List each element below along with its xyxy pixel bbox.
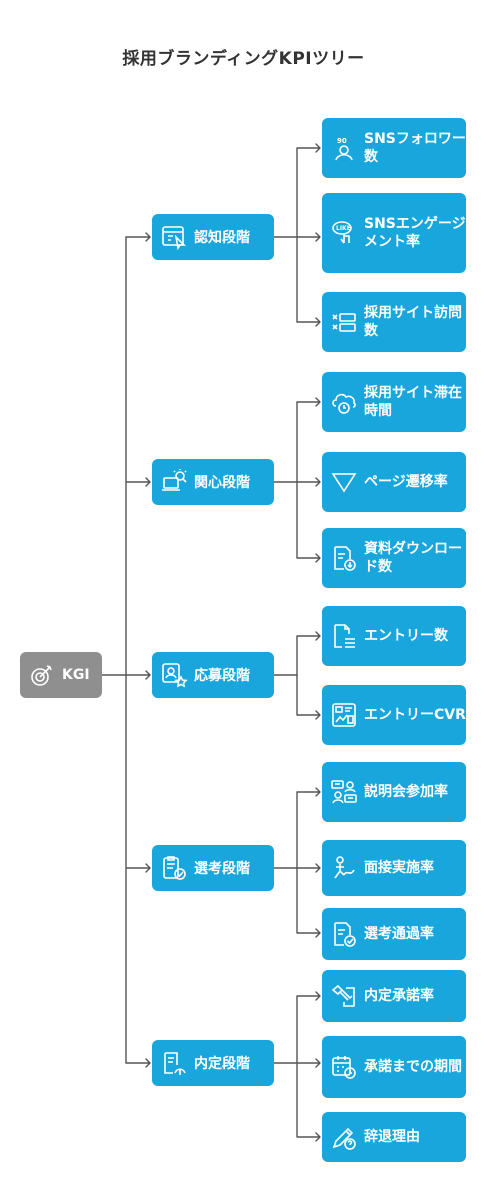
cloud-clock-icon xyxy=(332,393,356,414)
kgi-node: KGI xyxy=(20,652,102,698)
target-icon xyxy=(31,665,52,686)
funnel-icon xyxy=(331,473,357,493)
follower-icon: 90 xyxy=(335,137,353,161)
site-list-icon xyxy=(332,313,356,332)
metric-sns-followers: 90 SNSフォロワー数 xyxy=(322,118,466,178)
stage-label: 内定段階 xyxy=(194,1056,250,1072)
pen-question-icon xyxy=(332,1127,356,1150)
metric-label: 資料ダウンロード数 xyxy=(364,541,462,575)
stage-label: 関心段階 xyxy=(194,475,250,491)
svg-text:LIKE: LIKE xyxy=(336,225,351,232)
root-branch xyxy=(125,1058,151,1068)
svg-text:90: 90 xyxy=(337,137,347,145)
metric-label: SNSフォロワー数 xyxy=(364,131,466,165)
root-branch xyxy=(125,863,151,873)
metric-time-to-accept: 承諾までの期間 xyxy=(322,1036,466,1098)
web-click-icon xyxy=(162,226,186,251)
metric-label: 選考通過率 xyxy=(364,926,434,942)
metric-label: ページ遷移率 xyxy=(364,474,448,490)
root-branch xyxy=(125,477,151,487)
form-icon xyxy=(334,624,355,648)
metric-briefing-attendance: 説明会参加率 xyxy=(322,762,466,822)
stage-label: 認知段階 xyxy=(194,230,250,246)
metric-label: 辞退理由 xyxy=(364,1129,420,1145)
document-download-icon xyxy=(334,546,356,571)
like-tap-icon: LIKE xyxy=(332,221,352,244)
profile-star-icon xyxy=(162,663,188,688)
stage-label: 選考段階 xyxy=(194,861,250,877)
page-title: 採用ブランディングKPIツリー xyxy=(122,49,365,69)
root-branch xyxy=(125,232,151,242)
metric-site-visits: 採用サイト訪問数 xyxy=(322,292,466,352)
metric-label: 内定承諾率 xyxy=(364,988,434,1004)
metric-label: 採用サイト訪問数 xyxy=(364,305,462,339)
stage-interest: 関心段階 xyxy=(152,459,274,505)
metric-label: 採用サイト滞在時間 xyxy=(364,385,462,419)
metric-label: エントリー数 xyxy=(364,628,448,644)
metric-label: エントリーCVR xyxy=(364,707,466,723)
metric-entry-cvr: エントリーCVR xyxy=(322,685,466,745)
metric-document-downloads: 資料ダウンロード数 xyxy=(322,528,466,588)
stage-label: 応募段階 xyxy=(194,668,250,684)
stage-selection: 選考段階 xyxy=(152,845,274,891)
metric-label: 説明会参加率 xyxy=(364,784,448,800)
metric-pass-rate: 選考通過率 xyxy=(322,908,466,960)
clipboard-check-icon xyxy=(163,856,186,880)
metric-interview-rate: 面接実施率 xyxy=(322,840,466,896)
metric-label: SNSエンゲージメント率 xyxy=(364,216,466,250)
metric-decline-reasons: 辞退理由 xyxy=(322,1112,466,1162)
metric-page-transition: ページ遷移率 xyxy=(322,452,466,512)
stage-offer: 内定段階 xyxy=(152,1040,274,1086)
metric-label: 承諾までの期間 xyxy=(364,1059,462,1075)
kgi-label: KGI xyxy=(62,667,90,683)
stage-application: 応募段階 xyxy=(152,652,274,698)
metric-entries: エントリー数 xyxy=(322,606,466,666)
offer-document-icon xyxy=(164,1052,186,1075)
metric-site-dwell-time: 採用サイト滞在時間 xyxy=(322,372,466,432)
stage-awareness: 認知段階 xyxy=(152,214,274,260)
handshake-icon xyxy=(331,984,355,1007)
laptop-search-icon xyxy=(162,469,187,491)
people-chat-icon xyxy=(331,780,357,804)
metric-sns-engagement: LIKE SNSエンゲージメント率 xyxy=(322,193,466,273)
metric-label: 面接実施率 xyxy=(364,860,434,876)
dashboard-chart-icon xyxy=(332,703,356,727)
person-interview-icon xyxy=(334,856,355,879)
document-check-icon xyxy=(334,922,356,947)
metric-offer-acceptance: 内定承諾率 xyxy=(322,970,466,1022)
calendar-clock-icon xyxy=(332,1056,356,1079)
